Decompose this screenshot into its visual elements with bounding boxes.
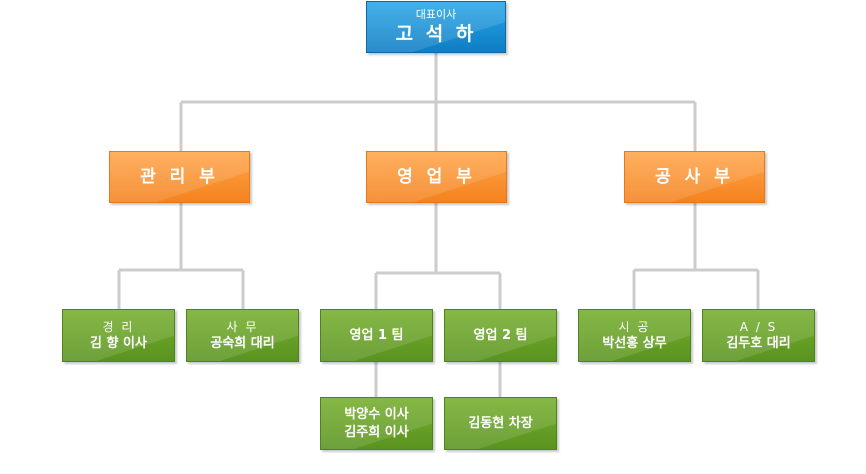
connector-construction-teams (632, 202, 760, 310)
team-as: A / S 김두호 대리 (702, 309, 815, 362)
department-construction-label: 공 사 부 (655, 166, 734, 187)
ceo-name: 고 석 하 (395, 23, 477, 46)
department-management-label: 관 리 부 (140, 166, 219, 187)
team-sales2-label: 영업 2 팀 (473, 327, 528, 343)
connector-management-teams (117, 202, 245, 310)
ceo-box: 대표이사 고 석 하 (366, 1, 506, 53)
connector-sales-teams (374, 202, 502, 310)
department-sales-label: 영 업 부 (397, 166, 476, 187)
department-construction: 공 사 부 (624, 151, 765, 203)
team-accounting: 경 리 김 향 이사 (62, 309, 175, 362)
connector-ceo-to-departments (179, 52, 697, 152)
team-sales2: 영업 2 팀 (444, 309, 557, 362)
sales1-member-1: 박양수 이사 (344, 406, 409, 422)
team-site: 시 공 박선홍 상무 (578, 309, 691, 362)
team-sales1: 영업 1 팀 (320, 309, 433, 362)
department-management: 관 리 부 (109, 151, 250, 203)
sales2-member-1: 김동현 차장 (468, 415, 533, 431)
team-office-name: 공숙희 대리 (210, 335, 275, 351)
team-office-title: 사 무 (226, 319, 259, 334)
team-office: 사 무 공숙희 대리 (186, 309, 299, 362)
team-sales1-label: 영업 1 팀 (349, 327, 404, 343)
team-site-title: 시 공 (618, 319, 651, 334)
team-as-name: 김두호 대리 (726, 335, 791, 351)
sales1-member-2: 김주희 이사 (344, 424, 409, 440)
team-accounting-name: 김 향 이사 (90, 335, 147, 351)
ceo-title: 대표이사 (415, 8, 457, 21)
team-accounting-title: 경 리 (102, 319, 135, 334)
team-sales2-members: 김동현 차장 (444, 397, 557, 450)
department-sales: 영 업 부 (366, 151, 507, 203)
team-site-name: 박선홍 상무 (602, 335, 667, 351)
team-as-title: A / S (739, 319, 778, 334)
team-sales1-members: 박양수 이사 김주희 이사 (320, 397, 433, 450)
